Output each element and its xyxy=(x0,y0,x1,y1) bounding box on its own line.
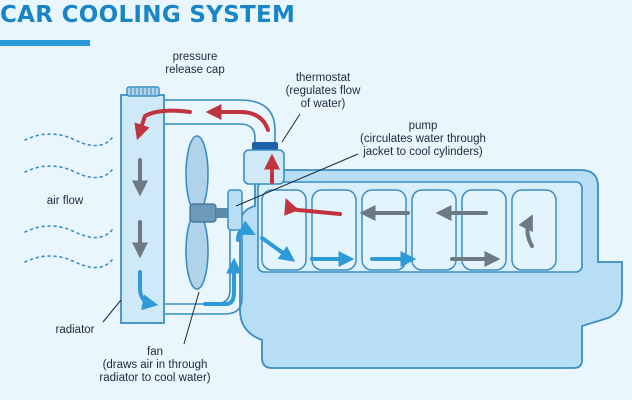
thermostat xyxy=(252,142,278,150)
hot-flow-arrow xyxy=(205,104,270,132)
pointer-lines xyxy=(102,113,359,345)
radiator-pointer xyxy=(102,299,122,323)
radiator-label: radiator xyxy=(55,324,95,336)
pump-label: pump (circulates water through jacket to… xyxy=(360,120,486,158)
title-underline xyxy=(0,40,90,46)
cold-flow-arrow xyxy=(236,220,256,242)
neutral-flow-arrow xyxy=(518,214,534,248)
fan-pointer xyxy=(183,291,200,345)
cylinder xyxy=(511,189,557,271)
cylinders xyxy=(261,189,557,271)
cold-flow-arrow xyxy=(138,270,159,311)
bottom-hose xyxy=(165,228,243,315)
air-flow-line xyxy=(24,165,113,179)
fan-label: fan (draws air in through radiator to co… xyxy=(99,346,211,384)
thermostat-pointer xyxy=(281,113,301,143)
thermostat-housing xyxy=(243,149,285,185)
cylinder xyxy=(261,189,307,271)
cold-flow-arrow xyxy=(203,257,242,306)
hot-flow-arrow xyxy=(284,198,342,216)
air-flow-line xyxy=(24,255,113,269)
pump-pointer xyxy=(235,153,359,207)
page-title: CAR COOLING SYSTEM xyxy=(0,2,296,28)
fan-blade xyxy=(185,135,209,213)
cold-flow-arrow xyxy=(260,236,296,262)
pressure-cap-label: pressure release cap xyxy=(165,51,225,76)
cap-grip xyxy=(130,88,156,95)
fan-shaft xyxy=(216,208,230,218)
cylinder xyxy=(411,189,457,271)
pump xyxy=(227,189,243,231)
air-flow-line xyxy=(24,225,113,239)
hot-flow-arrow xyxy=(134,108,192,141)
fan xyxy=(185,135,230,290)
top-hose xyxy=(165,123,256,145)
fan-hub xyxy=(189,203,217,223)
hot-flow-arrows xyxy=(134,104,342,216)
engine-block xyxy=(239,169,623,369)
neutral-flow-arrows xyxy=(132,158,534,267)
cold-flow-arrows xyxy=(138,220,417,311)
air-flow-label: air flow xyxy=(46,195,84,207)
cylinder xyxy=(311,189,357,271)
air-flow-line xyxy=(24,133,113,147)
top-hose xyxy=(165,99,276,145)
thermostat-label: thermostat (regulates flow of water) xyxy=(285,72,361,110)
fan-blade xyxy=(185,212,209,290)
cylinder xyxy=(461,189,507,271)
